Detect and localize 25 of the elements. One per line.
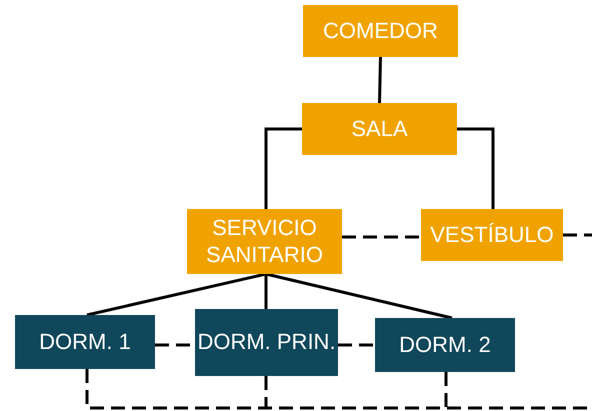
connector-line (264, 128, 302, 209)
connector-line (86, 272, 266, 316)
room-box (421, 209, 563, 261)
room-label: DORM. 2 (399, 332, 491, 358)
room-label: COMEDOR (323, 18, 438, 44)
dashed-connector (342, 236, 421, 238)
dashed-connector (563, 234, 592, 236)
room-box (15, 315, 155, 369)
room-label: DORM. PRIN. (197, 329, 336, 356)
room-box (303, 5, 458, 57)
room-box (187, 209, 342, 274)
connector-line (378, 56, 382, 104)
connector-line (266, 272, 452, 320)
connector-line (264, 274, 268, 309)
room-box (302, 103, 457, 155)
room-box (375, 318, 515, 372)
room-box (195, 309, 338, 376)
dashed-connector (264, 376, 268, 408)
connector-line (457, 128, 494, 209)
room-label: SERVICIO SANITARIO (205, 215, 324, 268)
dashed-connector (338, 344, 375, 346)
room-label: VESTÍBULO (430, 222, 554, 248)
room-label: SALA (351, 116, 408, 142)
room-label: DORM. 1 (39, 328, 131, 356)
dashed-connector (444, 372, 448, 408)
